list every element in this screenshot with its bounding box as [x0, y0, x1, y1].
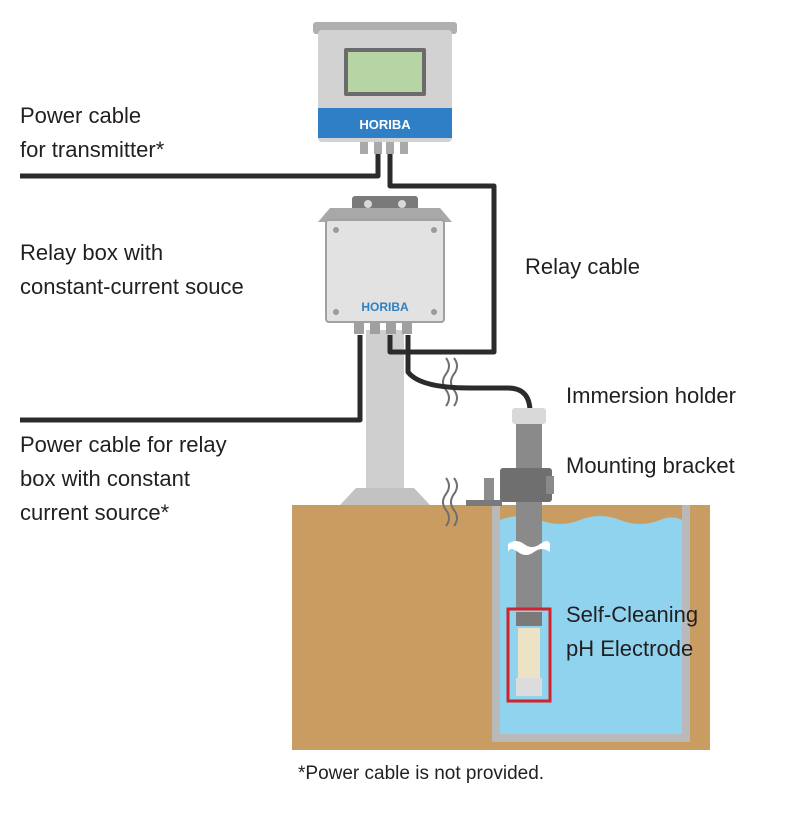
water [500, 516, 682, 734]
label-line: constant-current souce [20, 274, 244, 299]
transmitter-brand-band [318, 108, 452, 138]
relay-box [318, 196, 452, 334]
immersion-holder [508, 408, 550, 610]
label-ph-electrode: Self-Cleaning pH Electrode [566, 598, 698, 666]
label-line: Mounting bracket [566, 453, 735, 478]
label-line: Immersion holder [566, 383, 736, 408]
power-cable-relay [20, 335, 363, 423]
label-line: current source* [20, 500, 170, 525]
electrode-highlight-box [506, 607, 552, 703]
pole [366, 330, 404, 490]
cable-break-marks [442, 357, 458, 527]
relay-cable-top [387, 152, 497, 355]
footnote: *Power cable is not provided. [298, 763, 545, 784]
pole-base [340, 488, 430, 505]
label-relay-box: Relay box with constant-current souce [20, 236, 244, 304]
label-line: box with constant [20, 466, 190, 491]
cables [20, 152, 533, 423]
power-cable-transmitter [20, 152, 381, 179]
label-line: Power cable for relay [20, 432, 227, 457]
ph-electrode [506, 607, 552, 703]
label-mounting-bracket: Mounting bracket [566, 449, 735, 483]
label-line: Relay cable [525, 254, 640, 279]
label-line: Self-Cleaning [566, 602, 699, 627]
label-power-cable-relay: Power cable for relay box with constant … [20, 428, 227, 530]
label-line: for transmitter* [20, 137, 165, 162]
holder-cable [405, 335, 533, 413]
label-line: Power cable [20, 103, 142, 128]
transmitter [313, 22, 457, 154]
label-relay-cable: Relay cable [525, 250, 640, 284]
label-power-cable-transmitter: Power cable for transmitter* [20, 99, 164, 167]
label-line: pH Electrode [566, 636, 694, 661]
mounting-bracket [466, 468, 554, 506]
label-immersion-holder: Immersion holder [566, 379, 736, 413]
label-line: Relay box with [20, 240, 164, 265]
transmitter-brand: HORIBA [359, 117, 411, 132]
relay-box-brand: HORIBA [361, 300, 409, 314]
